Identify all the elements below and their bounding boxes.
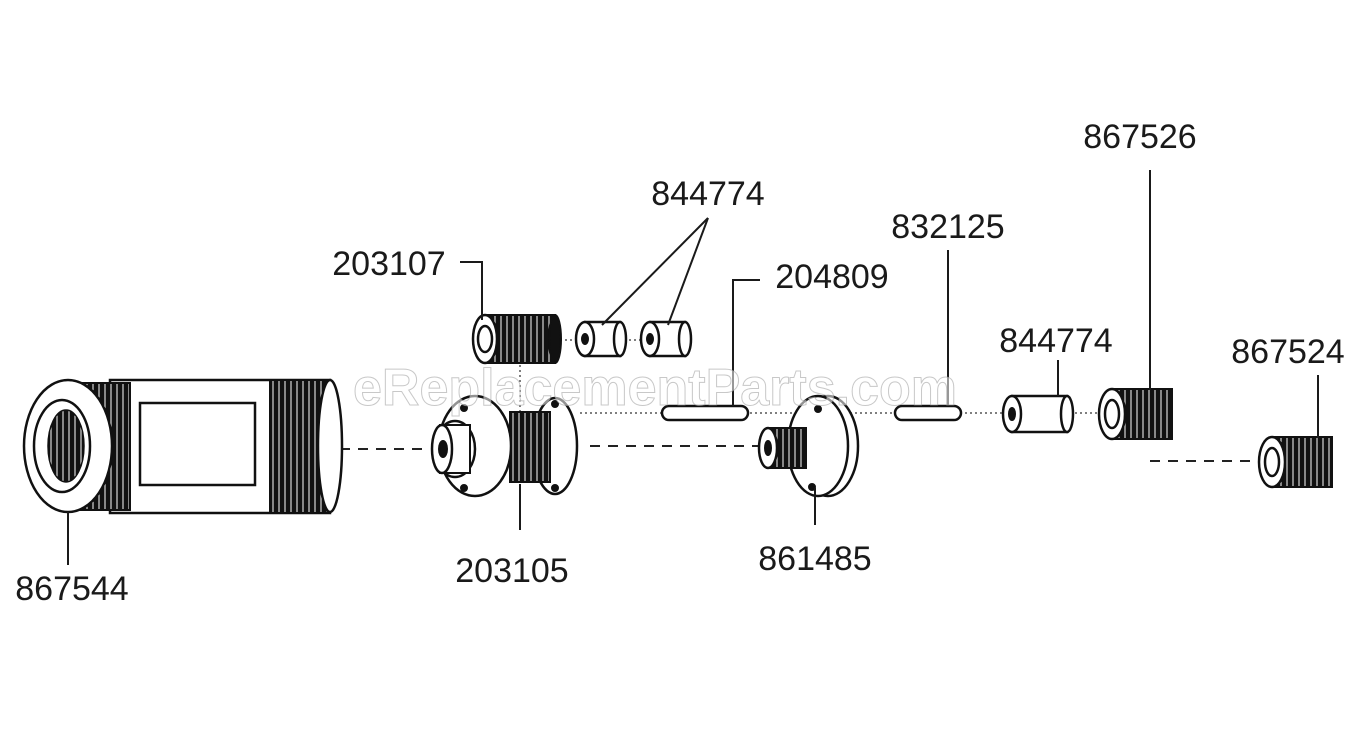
part-832125-pin bbox=[893, 404, 963, 422]
part-labels: 867544 203107 844774 204809 832125 86752… bbox=[15, 118, 1344, 608]
label-867544: 867544 bbox=[15, 570, 128, 608]
part-204809-pin bbox=[660, 404, 750, 422]
label-203107: 203107 bbox=[332, 245, 445, 283]
label-832125: 832125 bbox=[891, 208, 1004, 246]
label-867524: 867524 bbox=[1231, 333, 1344, 371]
label-867526: 867526 bbox=[1083, 118, 1196, 156]
part-867544-sleeve bbox=[22, 378, 344, 515]
part-203107-sleeve bbox=[471, 313, 562, 365]
part-203105-hub bbox=[430, 394, 579, 498]
part-867524-collar bbox=[1257, 435, 1333, 489]
label-861485: 861485 bbox=[758, 540, 871, 578]
leader-lines bbox=[67, 170, 1319, 565]
label-844774-right: 844774 bbox=[999, 322, 1112, 360]
label-203105: 203105 bbox=[455, 552, 568, 590]
label-204809: 204809 bbox=[775, 258, 888, 296]
part-867526-collar bbox=[1097, 387, 1173, 441]
label-844774-top: 844774 bbox=[651, 175, 764, 213]
part-844774-bushing-right bbox=[1001, 394, 1075, 434]
part-861485-disc bbox=[757, 394, 860, 498]
watermark-text: eReplacementParts.com bbox=[353, 359, 957, 417]
part-844774-bushings-top bbox=[574, 320, 693, 358]
